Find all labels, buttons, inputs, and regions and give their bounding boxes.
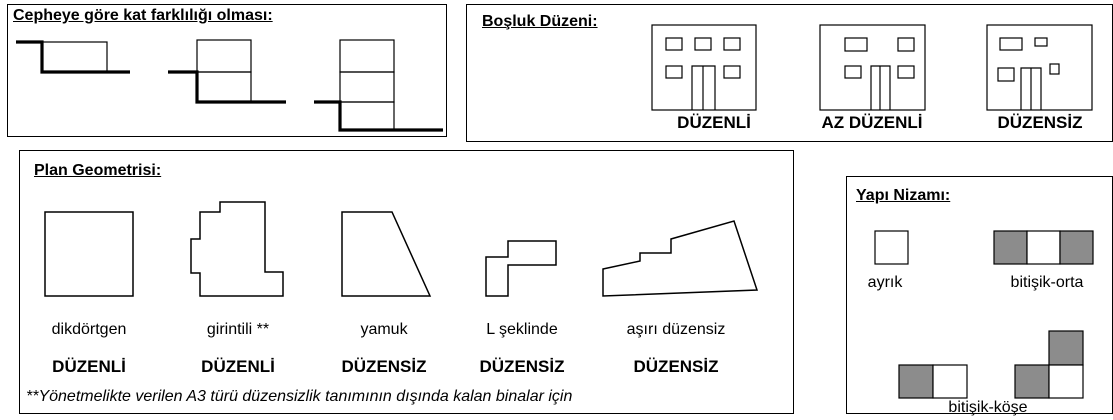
order-middle-right-neighbor bbox=[1059, 230, 1094, 265]
plan-rating-indented: DÜZENLİ bbox=[201, 357, 275, 376]
facade-2-ground-line bbox=[168, 70, 286, 104]
order-diagrams bbox=[874, 230, 1094, 399]
facade-regular bbox=[651, 24, 757, 111]
plan-indented-shape bbox=[190, 201, 284, 297]
order-label-detached: ayrık bbox=[867, 274, 903, 291]
order-panel: Yapı Nizamı: ayrık bitişik-orta bitişik-… bbox=[846, 176, 1113, 416]
plan-highly-irregular-shape bbox=[602, 220, 759, 297]
plan-title: Plan Geometrisi: bbox=[34, 162, 162, 179]
facade-diagrams bbox=[16, 39, 443, 132]
facade-title: Cepheye göre kat farklılığı olması: bbox=[13, 7, 273, 24]
order-corner-b-top-neighbor bbox=[1048, 330, 1084, 366]
plan-rating-l-shape: DÜZENSİZ bbox=[479, 357, 565, 376]
facade-1-ground-line bbox=[16, 40, 130, 74]
openings-diagrams bbox=[651, 24, 1093, 111]
openings-label-regular: DÜZENLİ bbox=[677, 113, 751, 132]
facade-slightly-regular bbox=[819, 24, 926, 111]
order-corner-b-left-neighbor bbox=[1014, 364, 1050, 399]
plan-rectangle-shape bbox=[44, 211, 134, 297]
plan-trapezoid-shape bbox=[341, 211, 432, 297]
order-corner-a-neighbor bbox=[898, 364, 934, 399]
order-label-corner: bitişik-köşe bbox=[948, 399, 1028, 416]
plan-shapes bbox=[44, 201, 759, 297]
facade-3-storey-top bbox=[339, 39, 395, 73]
plan-name-l-shape: L şeklinde bbox=[486, 321, 558, 338]
openings-label-irregular: DÜZENSİZ bbox=[997, 113, 1083, 132]
facade-1-storey bbox=[41, 41, 108, 73]
order-middle-left-neighbor bbox=[993, 230, 1028, 265]
plan-rating-highly-irregular: DÜZENSİZ bbox=[633, 357, 719, 376]
plan-name-trapezoid: yamuk bbox=[360, 321, 408, 338]
plan-l-shape bbox=[485, 240, 557, 297]
facade-3-storey-bottom bbox=[339, 101, 395, 131]
plan-name-indented: girintili ** bbox=[206, 321, 270, 338]
facade-panel: Cepheye göre kat farklılığı olması: bbox=[7, 4, 447, 137]
plan-panel: Plan Geometrisi: dikdörtgen girintili **… bbox=[19, 150, 794, 414]
order-detached-building bbox=[874, 230, 909, 265]
order-label-middle: bitişik-orta bbox=[1010, 274, 1084, 291]
openings-panel: Boşluk Düzeni: DÜZENLİ AZ DÜZENLİ DÜZENS… bbox=[466, 4, 1113, 142]
facade-2-storey-top bbox=[196, 39, 252, 73]
openings-title: Boşluk Düzeni: bbox=[482, 13, 598, 30]
facade-3-storey-mid bbox=[339, 71, 395, 103]
plan-name-highly-irregular: aşırı düzensiz bbox=[626, 321, 726, 338]
order-corner-a-building bbox=[932, 364, 968, 399]
plan-name-rectangle: dikdörtgen bbox=[51, 321, 127, 338]
facade-3-ground-line bbox=[314, 100, 443, 132]
plan-rating-rectangle: DÜZENLİ bbox=[52, 357, 126, 376]
facade-2-storey-bottom bbox=[196, 71, 252, 103]
order-middle-building bbox=[1026, 230, 1061, 265]
openings-label-slightly-regular: AZ DÜZENLİ bbox=[821, 113, 923, 132]
order-title: Yapı Nizamı: bbox=[856, 187, 951, 204]
order-corner-b-building bbox=[1048, 364, 1084, 399]
plan-footnote: **Yönetmelikte verilen A3 türü düzensizl… bbox=[26, 388, 573, 405]
facade-irregular bbox=[986, 24, 1093, 111]
plan-rating-trapezoid: DÜZENSİZ bbox=[341, 357, 427, 376]
